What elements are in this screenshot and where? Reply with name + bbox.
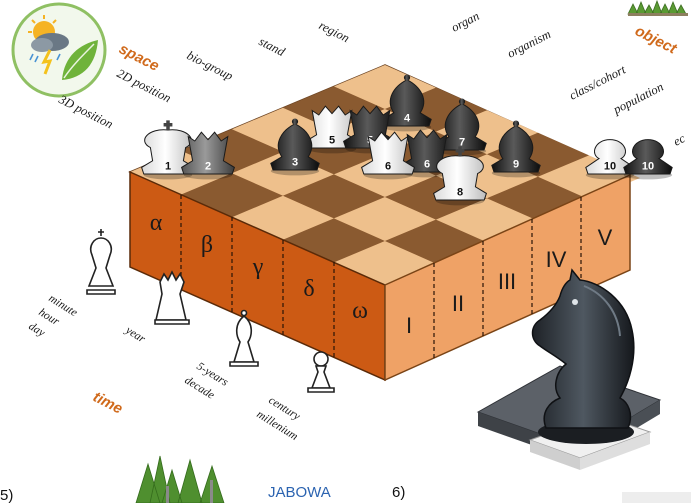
piece-number: 3 [292,157,298,169]
piece-number: 8 [457,187,463,199]
time-axis-title: time [90,388,125,417]
object-axis-title: object [632,22,680,58]
image-fragment [622,492,691,503]
left-face-label: β [201,232,213,258]
time-scale-label: day [26,320,47,339]
piece-number: 6 [424,159,430,171]
right-face-label: I [406,313,412,338]
piece-number: 9 [513,159,519,171]
space-scale-label: region [317,18,352,45]
king-outline-icon [87,229,115,294]
forest-icon [628,1,688,16]
forest-icon [136,456,224,503]
space-scale-label: stand [257,34,288,59]
item-number-right: 6) [392,484,405,501]
object-scale-label: ec [671,131,688,149]
object-scale-label: class/cohort [567,62,628,102]
piece-number: 10 [604,161,616,173]
left-face-label: α [150,210,163,236]
object-scale-label: organ [449,9,482,35]
space-scale-label: bio-group [185,48,236,83]
object-scale-label: organism [505,27,553,61]
piece-number: 2 [205,161,211,173]
model-name-link[interactable]: JABOWA [268,484,331,501]
piece-number: 1 [165,161,171,173]
space-scale-label: 2D position [115,66,174,105]
right-face-label: V [598,225,613,250]
pawn-outline-icon [308,352,334,392]
object-scale-label: population [610,80,666,118]
item-number-left: 5) [0,487,13,503]
right-face-label: II [452,291,464,316]
right-face-label: III [498,269,516,294]
time-scale-label: year [123,324,148,346]
left-face-label: δ [303,276,314,302]
space-scale-label: 3D position [56,92,116,132]
chess-pawn-icon: 10 [624,140,672,180]
left-face-label: γ [252,254,264,280]
piece-number: 5 [329,135,335,147]
weather-leaf-logo-icon [13,4,105,96]
piece-number: 6 [385,161,391,173]
piece-number: 4 [404,113,411,125]
piece-number: 10 [642,161,654,173]
left-face-label: ω [352,298,368,324]
right-face-label: IV [546,247,567,272]
